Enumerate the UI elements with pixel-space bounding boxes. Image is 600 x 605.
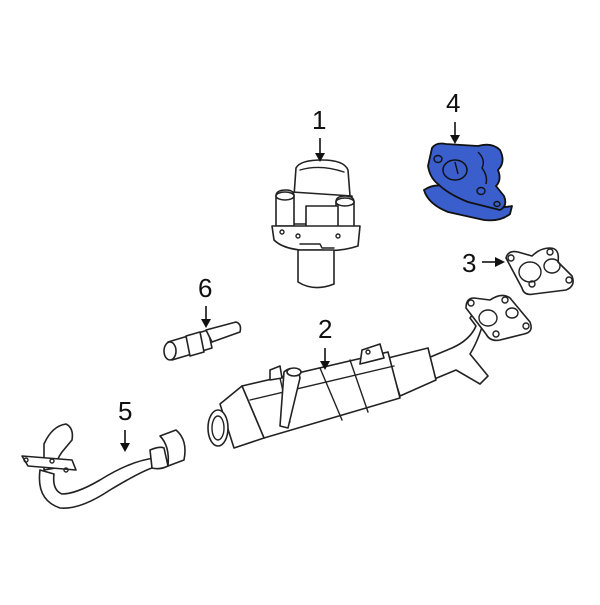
part-2-cooler[interactable]: [207, 294, 532, 449]
part-1-valve[interactable]: [271, 159, 361, 289]
part-4-flange[interactable]: [423, 142, 513, 222]
callout-6-arrow: [201, 306, 211, 328]
part-5-tube[interactable]: [21, 423, 186, 509]
part-6-fitting[interactable]: [163, 321, 242, 361]
callout-1-arrow: [315, 138, 325, 162]
callout-3: 3: [462, 248, 476, 278]
callout-6: 6: [198, 273, 212, 303]
callout-4: 4: [446, 88, 460, 118]
callout-4-arrow: [450, 122, 460, 144]
callout-2: 2: [318, 314, 332, 344]
part-3-gasket[interactable]: [505, 247, 574, 296]
callout-2-arrow: [320, 348, 330, 370]
callout-3-arrow: [482, 257, 505, 267]
callout-1: 1: [312, 105, 326, 135]
callout-5-arrow: [120, 430, 130, 452]
callout-5: 5: [118, 396, 132, 426]
